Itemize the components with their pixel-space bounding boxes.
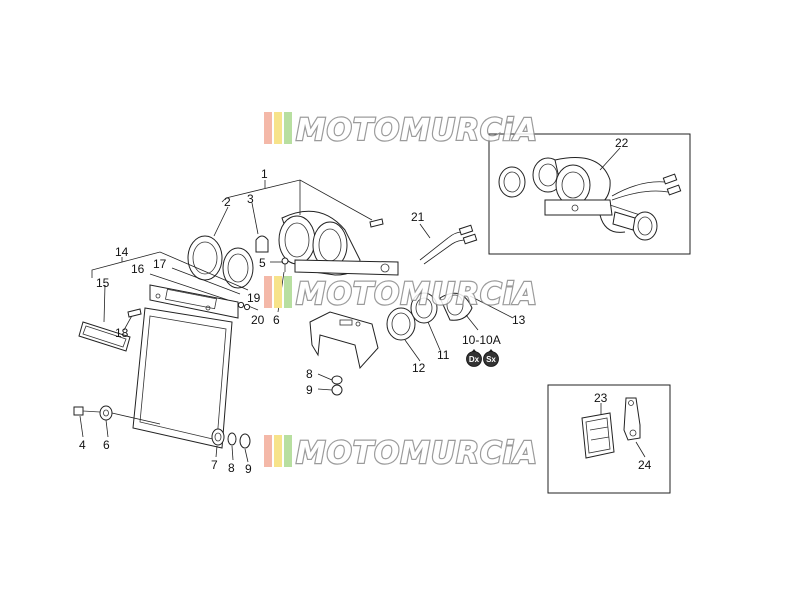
inset-box-23-24: 23 24 (547, 384, 671, 494)
callout-20: 20 (251, 313, 265, 327)
callout-22: 22 (615, 136, 629, 150)
callout-23: 23 (594, 391, 608, 405)
watermark-text-top: MOTOMURCiA (296, 113, 538, 148)
callout-7: 7 (211, 458, 218, 472)
callout-12: 12 (412, 361, 426, 375)
watermark-bottom: MOTOMURCiA (264, 435, 538, 472)
callout-3: 3 (247, 192, 254, 206)
washer-6-lower (99, 405, 113, 421)
washer-19b (243, 303, 251, 311)
watermark-text-bottom: MOTOMURCiA (296, 436, 538, 471)
callout-14: 14 (115, 245, 129, 259)
spacer-7 (211, 428, 225, 446)
callout-21: 21 (411, 210, 425, 224)
callout-6-lower: 6 (103, 438, 110, 452)
washer-8-upper (331, 375, 343, 385)
callout-15: 15 (96, 276, 110, 290)
screw-18 (127, 308, 142, 318)
inset-box-22: 22 (488, 133, 691, 255)
watermark-middle: MOTOMURCiA (264, 276, 538, 313)
callout-5: 5 (259, 256, 266, 270)
badge-sx: Sx (483, 349, 499, 367)
inset-light-assembly (498, 157, 682, 241)
callout-2: 2 (224, 195, 231, 209)
turn-signal-10 (439, 292, 473, 321)
bolt-4 (73, 406, 101, 416)
bracket-24 (623, 397, 641, 441)
reflector-23 (581, 412, 615, 459)
callout-4: 4 (79, 438, 86, 452)
callout-16: 16 (131, 262, 145, 276)
callout-11: 11 (437, 348, 450, 362)
badge-dx: Dx (466, 349, 482, 367)
callout-9-upper: 9 (306, 383, 313, 397)
reflector-15 (78, 321, 131, 352)
turn-signal-12 (386, 307, 416, 341)
callout-17: 17 (153, 257, 167, 271)
indicator-bracket (309, 311, 379, 370)
callout-24: 24 (638, 458, 652, 472)
callout-18: 18 (115, 326, 129, 340)
callout-10-10a: 10-10A (462, 333, 501, 347)
wiring-connector-21 (419, 223, 478, 265)
headlight-cluster (187, 210, 399, 289)
nut-9-upper (331, 384, 343, 396)
callout-6-upper: 6 (273, 313, 280, 327)
watermark-text-middle: MOTOMURCiA (296, 277, 538, 312)
washer-8-lower (227, 432, 237, 446)
callout-19: 19 (247, 291, 261, 305)
license-plate-holder (132, 284, 239, 449)
badge-dx-label: Dx (469, 355, 480, 364)
callout-1: 1 (261, 167, 268, 181)
turn-signal-11 (410, 292, 438, 324)
washer-19a (237, 301, 245, 309)
callout-9-lower: 9 (245, 462, 252, 476)
badge-sx-label: Sx (486, 355, 496, 364)
callout-13: 13 (512, 313, 526, 327)
watermark-top: MOTOMURCiA (264, 112, 538, 149)
callout-8-upper: 8 (306, 367, 313, 381)
callout-8-lower: 8 (228, 461, 235, 475)
nut-9-lower (239, 433, 251, 449)
